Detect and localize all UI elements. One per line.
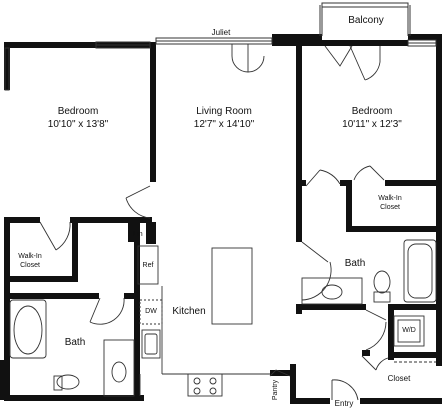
living-room-dims: 12'7" x 14'10" (193, 119, 255, 130)
closet-label: Closet (387, 374, 411, 383)
linen-label: Lin (133, 231, 143, 238)
bedroom-left-label: Bedroom 10'10" x 13'8" (30, 105, 126, 131)
walls (0, 34, 442, 404)
walkin-right-line2: Closet (380, 204, 400, 211)
washer-dryer-label: W/D (402, 327, 416, 334)
juliet-label: Juliet (211, 28, 231, 37)
bedroom-left-name: Bedroom (57, 106, 99, 117)
fridge-label: Ref (142, 262, 154, 269)
windows-and-balconies (4, 2, 437, 91)
walkin-right-line1: Walk-In (378, 195, 402, 202)
kitchen-label: Kitchen (172, 306, 206, 317)
fixtures-shapes (9, 239, 437, 397)
door-swings (39, 44, 389, 401)
bath-right-label: Bath (344, 258, 366, 269)
bedroom-left-dims: 10'10" x 13'8" (47, 119, 109, 130)
walkin-left-line2: Closet (20, 262, 40, 269)
bath-left-label: Bath (64, 337, 86, 348)
bedroom-right-label: Bedroom 10'11" x 12'3" (322, 105, 422, 131)
bedroom-right-name: Bedroom (351, 106, 393, 117)
walkin-left-line1: Walk-In (18, 253, 42, 260)
balcony-label: Balcony (348, 15, 384, 26)
pantry-label: Pantry (272, 379, 279, 401)
entry-label: Entry (334, 399, 354, 408)
walkin-right-label: Walk-In Closet (368, 194, 412, 212)
living-room-label: Living Room 12'7" x 14'10" (160, 105, 288, 131)
dishwasher-label: DW (145, 308, 157, 315)
bedroom-right-dims: 10'11" x 12'3" (342, 119, 402, 130)
walkin-left-label: Walk-In Closet (8, 252, 52, 270)
living-room-name: Living Room (196, 106, 252, 117)
